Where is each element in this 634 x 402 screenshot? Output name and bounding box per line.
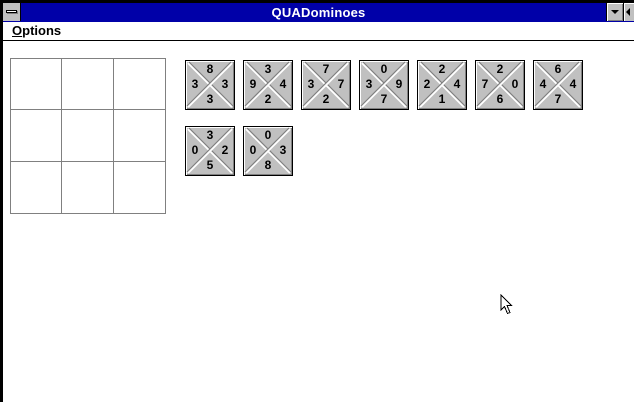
window-frame-left bbox=[0, 0, 3, 402]
tile-value-left: 3 bbox=[191, 77, 199, 91]
tile-value-left: 7 bbox=[481, 77, 489, 91]
tile-value-bottom: 3 bbox=[206, 92, 214, 106]
menu-options-accelerator: O bbox=[12, 23, 23, 38]
tile-value-right: 4 bbox=[569, 77, 577, 91]
tile-value-right: 9 bbox=[395, 77, 403, 91]
tile-face-icon bbox=[533, 60, 583, 110]
tile-face-icon bbox=[185, 60, 235, 110]
tile-value-top: 2 bbox=[496, 62, 504, 76]
tile-value-right: 4 bbox=[279, 77, 287, 91]
tile-value-top: 0 bbox=[380, 62, 388, 76]
tile-face-icon bbox=[475, 60, 525, 110]
mouse-pointer-icon bbox=[500, 294, 513, 315]
system-menu-icon bbox=[6, 10, 17, 13]
tile-face-icon bbox=[417, 60, 467, 110]
tile-value-left: 3 bbox=[307, 77, 315, 91]
window-title: QUADominoes bbox=[271, 5, 366, 20]
tile-value-top: 3 bbox=[264, 62, 272, 76]
maximize-arrow-icon bbox=[626, 8, 630, 16]
tile-face-icon bbox=[185, 126, 235, 176]
tile-value-right: 0 bbox=[511, 77, 519, 91]
tile-value-left: 0 bbox=[249, 143, 257, 157]
board-cell-0-0[interactable] bbox=[10, 58, 62, 110]
tile-value-bottom: 2 bbox=[264, 92, 272, 106]
tile-value-right: 3 bbox=[221, 77, 229, 91]
menu-options[interactable]: Options bbox=[12, 23, 61, 39]
board-cell-2-0[interactable] bbox=[10, 162, 62, 214]
game-board bbox=[10, 58, 166, 214]
tile-value-bottom: 2 bbox=[322, 92, 330, 106]
window-frame-top bbox=[0, 0, 634, 3]
tile-face-icon bbox=[301, 60, 351, 110]
tile-value-left: 4 bbox=[539, 77, 547, 91]
minimize-arrow-icon bbox=[611, 10, 619, 14]
menu-bar: Options bbox=[3, 22, 634, 41]
tile-value-bottom: 5 bbox=[206, 158, 214, 172]
board-cell-1-1[interactable] bbox=[62, 110, 114, 162]
tile-value-top: 0 bbox=[264, 128, 272, 142]
tile-value-top: 6 bbox=[554, 62, 562, 76]
tile-value-right: 2 bbox=[221, 143, 229, 157]
board-cell-2-1[interactable] bbox=[62, 162, 114, 214]
tile-value-top: 3 bbox=[206, 128, 214, 142]
tile-value-top: 7 bbox=[322, 62, 330, 76]
tile-face-icon bbox=[243, 60, 293, 110]
tile-value-right: 3 bbox=[279, 143, 287, 157]
tile-value-left: 0 bbox=[191, 143, 199, 157]
system-menu-button[interactable] bbox=[3, 3, 21, 21]
board-cell-1-0[interactable] bbox=[10, 110, 62, 162]
tile-value-right: 4 bbox=[453, 77, 461, 91]
tile-face-icon bbox=[359, 60, 409, 110]
tile-value-bottom: 6 bbox=[496, 92, 504, 106]
menu-options-label: ptions bbox=[22, 23, 62, 38]
tile-value-bottom: 7 bbox=[380, 92, 388, 106]
board-cell-1-2[interactable] bbox=[114, 110, 166, 162]
tile-value-top: 8 bbox=[206, 62, 214, 76]
board-cell-2-2[interactable] bbox=[114, 162, 166, 214]
tile-face-icon bbox=[243, 126, 293, 176]
tile-value-bottom: 8 bbox=[264, 158, 272, 172]
minimize-button[interactable] bbox=[606, 3, 623, 21]
board-cell-0-2[interactable] bbox=[114, 58, 166, 110]
maximize-button[interactable] bbox=[623, 3, 634, 21]
tile-value-left: 9 bbox=[249, 77, 257, 91]
board-cell-0-1[interactable] bbox=[62, 58, 114, 110]
tile-value-top: 2 bbox=[438, 62, 446, 76]
title-bar[interactable]: QUADominoes bbox=[3, 3, 634, 22]
tile-value-right: 7 bbox=[337, 77, 345, 91]
tile-value-left: 3 bbox=[365, 77, 373, 91]
tile-value-left: 2 bbox=[423, 77, 431, 91]
tile-value-bottom: 7 bbox=[554, 92, 562, 106]
tile-value-bottom: 1 bbox=[438, 92, 446, 106]
